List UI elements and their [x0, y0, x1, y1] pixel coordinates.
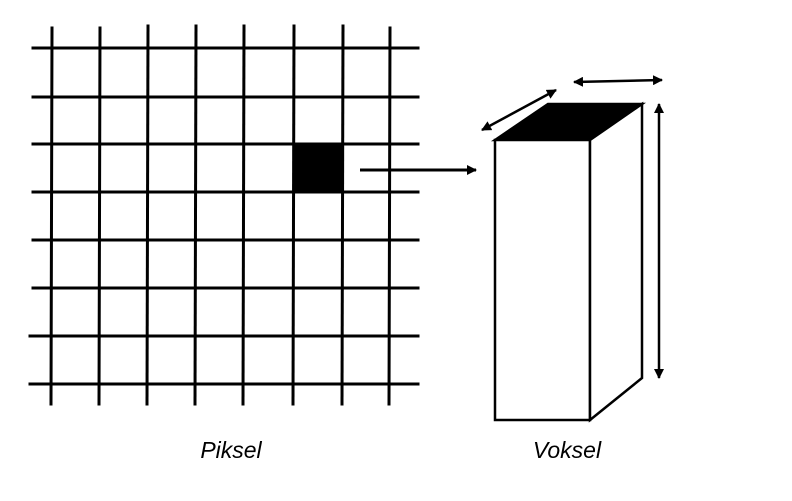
width-arrow-icon [573, 75, 663, 87]
grid-vline [145, 24, 150, 406]
voxel-box [490, 101, 647, 423]
voxel-front-face [493, 138, 592, 422]
grid-vline [340, 24, 345, 406]
pixel-label: Piksel [200, 437, 262, 463]
depth-arrow-icon [481, 88, 557, 132]
voxel-label: Voksel [533, 437, 602, 463]
voxel-side-face [588, 101, 644, 423]
grid-vline [241, 24, 246, 406]
highlighted-pixel [294, 144, 343, 192]
grid-vline [49, 26, 54, 406]
pixel-grid [28, 24, 420, 406]
grid-vline [97, 26, 102, 406]
grid-vline [387, 26, 392, 406]
grid-vline [291, 24, 296, 406]
grid-vline [193, 24, 198, 406]
